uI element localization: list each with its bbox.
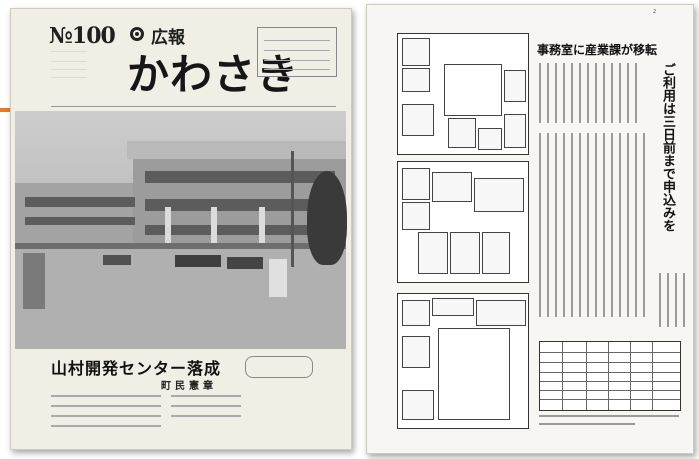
cover-photo: [15, 111, 347, 349]
text-column: [611, 63, 613, 123]
cover-headline: 山村開発センター落成: [51, 359, 222, 378]
charter-text-line: [171, 415, 241, 417]
article-vertical-subtitle: ご利用は三日前まで申込みを: [660, 63, 675, 232]
text-column: [595, 63, 597, 123]
charter-text-line: [51, 415, 161, 417]
text-column: [635, 63, 637, 123]
text-column: [659, 273, 661, 327]
text-column: [603, 63, 605, 123]
text-column: [619, 133, 621, 317]
town-emblem-icon: [130, 27, 144, 41]
issue-number: №100: [49, 23, 116, 49]
text-column: [675, 273, 677, 327]
masthead-fine-print: ･･････････････････: [51, 59, 87, 64]
text-column: [611, 133, 613, 317]
inner-page: 2 事務室に産業課が移転 ご利用は三日前まで申込みを: [366, 4, 694, 454]
text-column: [547, 133, 549, 317]
text-column: [555, 133, 557, 317]
charter-text-line: [171, 395, 241, 397]
headline-badge: [245, 356, 313, 378]
text-column: [579, 63, 581, 123]
text-column: [627, 133, 629, 317]
charter-text-line: [51, 425, 161, 427]
text-column: [539, 133, 541, 317]
kouhou-label: 広報: [151, 28, 185, 48]
table-note-line: [539, 423, 635, 425]
text-column: [563, 63, 565, 123]
masthead-rule: [51, 106, 336, 107]
masthead-fine-print: ･･････････････････: [51, 75, 87, 80]
text-column: [563, 133, 565, 317]
text-column: [627, 63, 629, 123]
text-column: [555, 63, 557, 123]
page-number: 2: [653, 9, 657, 15]
text-column: [587, 133, 589, 317]
charter-text-line: [51, 405, 161, 407]
floor-plan-2: [397, 161, 529, 283]
text-column: [643, 133, 645, 317]
text-column: [579, 133, 581, 317]
article-title: 事務室に産業課が移転: [537, 43, 658, 57]
cover-page: №100 ･･････････････････ ････････････････…: [10, 8, 352, 450]
text-column: [595, 133, 597, 317]
text-column: [635, 133, 637, 317]
text-column: [683, 273, 685, 327]
city-title: かわさき: [127, 50, 300, 99]
masthead-fine-print: ･･････････････････: [51, 67, 87, 72]
table-note-line: [539, 415, 679, 417]
text-column: [539, 63, 541, 123]
text-column: [571, 63, 573, 123]
text-column: [571, 133, 573, 317]
text-column: [547, 63, 549, 123]
floor-plan-1: [397, 33, 529, 155]
charter-text-line: [51, 395, 161, 397]
text-column: [587, 63, 589, 123]
text-column: [603, 133, 605, 317]
masthead-fine-print: ･･････････････････: [51, 49, 87, 54]
text-column: [619, 63, 621, 123]
floor-plan-3: [397, 293, 529, 429]
usage-fee-table: [539, 341, 681, 411]
text-column: [667, 273, 669, 327]
masthead-info-box: [257, 27, 337, 77]
town-charter-heading: 町民憲章: [161, 381, 217, 392]
charter-text-line: [171, 405, 241, 407]
